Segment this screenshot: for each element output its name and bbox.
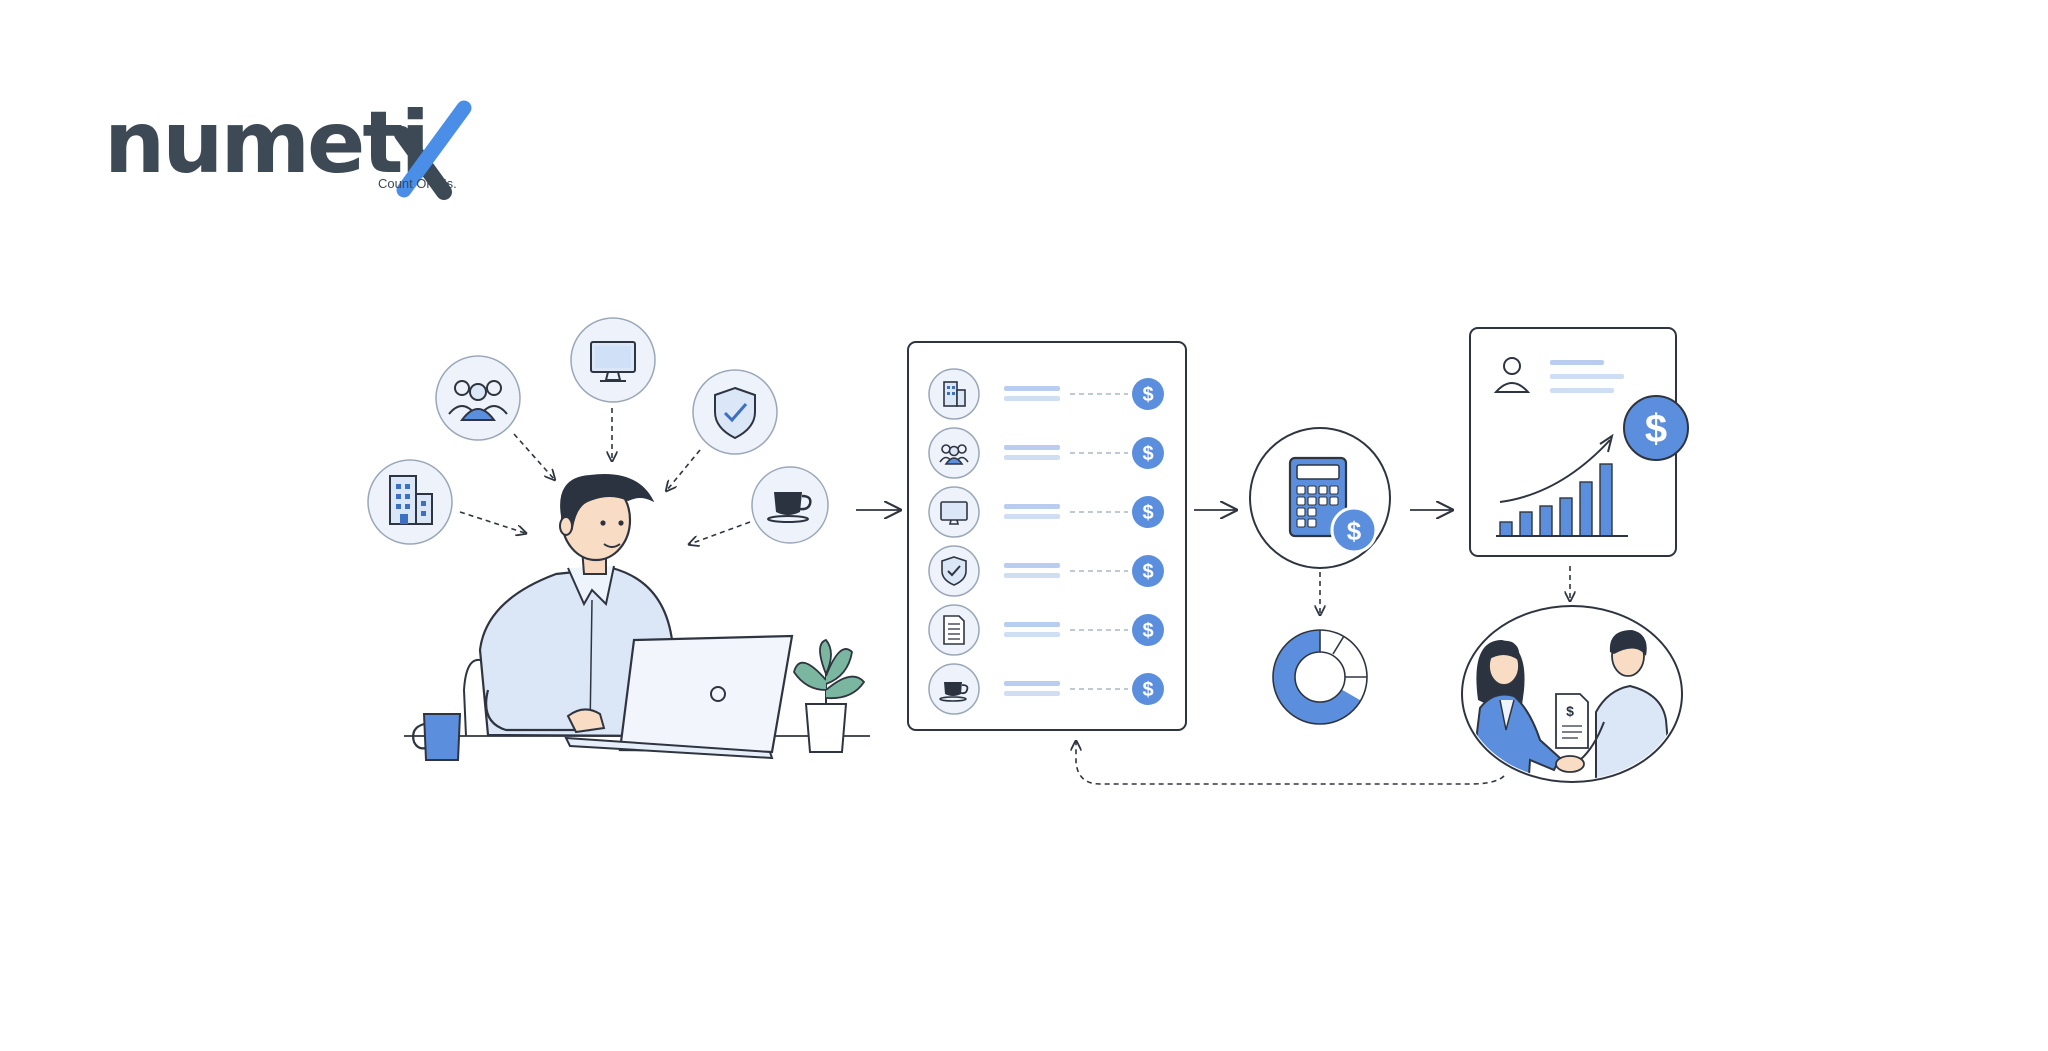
svg-text:$: $ <box>1142 561 1153 583</box>
shield-check-icon <box>941 556 967 586</box>
ledger-row: $ <box>928 486 1164 538</box>
calculator-key <box>1318 485 1328 495</box>
handshake-meeting-icon: $ <box>1461 605 1683 783</box>
calculator-icon: $ <box>1249 427 1391 569</box>
monitor-icon <box>570 317 656 403</box>
row-label-bar <box>1004 691 1060 696</box>
svg-text:$: $ <box>1142 502 1153 524</box>
dollar-icon: $ <box>1132 555 1164 587</box>
ledger-row: $ <box>928 545 1164 597</box>
svg-text:$: $ <box>1645 407 1667 451</box>
calculator-key <box>1307 518 1317 528</box>
brand-logo: numeti Count On Us. <box>104 100 484 200</box>
monitor-icon <box>940 501 968 525</box>
brand-name: numeti <box>104 93 430 193</box>
checkmark-x-icon <box>394 100 472 200</box>
calculator-key <box>1307 507 1317 517</box>
calculator-key <box>1307 485 1317 495</box>
coffee-cup-icon <box>939 682 969 702</box>
calculator-key <box>1296 507 1306 517</box>
row-label-bar <box>1004 681 1060 686</box>
document-icon <box>943 615 965 645</box>
brand-tagline: Count On Us. <box>378 176 457 191</box>
donut-chart-icon <box>1272 629 1368 725</box>
ledger-row: $ <box>928 368 1164 420</box>
feedback-loop-arrow <box>1076 742 1505 785</box>
svg-text:$: $ <box>1142 443 1153 465</box>
dollar-icon: $ <box>1132 378 1164 410</box>
report-bar <box>1519 511 1533 537</box>
calculator-key <box>1296 485 1306 495</box>
growth-report-icon: $ <box>1469 327 1689 557</box>
calculator-key <box>1318 496 1328 506</box>
source-icons <box>367 317 829 545</box>
person-at-laptop <box>404 474 870 761</box>
svg-text:$: $ <box>1142 620 1153 642</box>
report-bar <box>1499 521 1513 537</box>
report-bar <box>1579 481 1593 537</box>
row-label-bar <box>1004 504 1060 509</box>
dollar-icon: $ <box>1132 614 1164 646</box>
row-label-bar <box>1004 573 1060 578</box>
expense-ledger-card: $ $ $ $ $ $ <box>907 341 1187 731</box>
calculator-key <box>1307 496 1317 506</box>
calculator-key <box>1296 518 1306 528</box>
calculator-key <box>1329 496 1339 506</box>
coffee-cup-icon <box>751 466 829 544</box>
building-icon <box>943 381 966 407</box>
row-label-bar <box>1004 563 1060 568</box>
row-label-bar <box>1004 514 1060 519</box>
inflow-arrows <box>459 408 751 544</box>
row-label-bar <box>1004 622 1060 627</box>
dollar-icon: $ <box>1132 673 1164 705</box>
row-label-bar <box>1004 396 1060 401</box>
team-icon <box>939 444 969 465</box>
svg-text:$: $ <box>1347 516 1362 546</box>
svg-text:$: $ <box>1142 384 1153 406</box>
report-bar <box>1539 505 1553 537</box>
calculator-key <box>1329 485 1339 495</box>
row-label-bar <box>1004 386 1060 391</box>
row-label-bar <box>1004 632 1060 637</box>
ledger-row: $ <box>928 663 1164 715</box>
dollar-icon: $ <box>1132 437 1164 469</box>
row-label-bar <box>1004 445 1060 450</box>
report-bar <box>1599 463 1613 537</box>
calculator-key <box>1296 496 1306 506</box>
building-icon <box>367 459 453 545</box>
report-bar <box>1559 497 1573 537</box>
shield-check-icon <box>692 369 778 455</box>
ledger-row: $ <box>928 604 1164 656</box>
team-icon <box>435 355 521 441</box>
dollar-icon: $ <box>1132 496 1164 528</box>
row-label-bar <box>1004 455 1060 460</box>
svg-text:$: $ <box>1566 703 1574 719</box>
ledger-row: $ <box>928 427 1164 479</box>
svg-text:$: $ <box>1142 679 1153 701</box>
